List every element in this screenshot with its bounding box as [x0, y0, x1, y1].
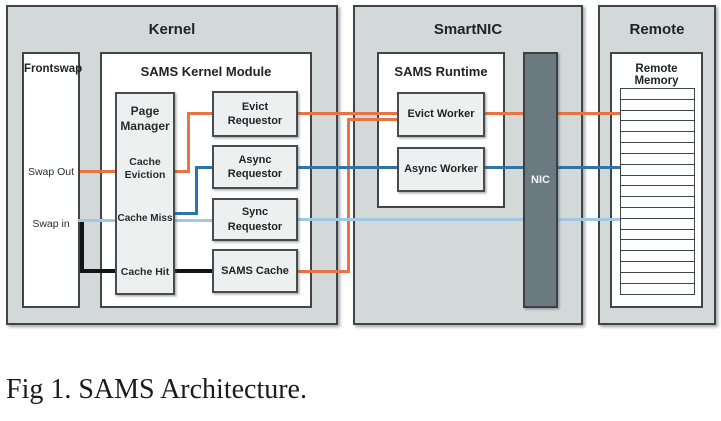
- evict-path-segment: [347, 118, 350, 273]
- remote-title: Remote: [629, 21, 685, 38]
- evict-path-segment: [187, 112, 190, 173]
- sync-path-segment: [175, 219, 212, 222]
- memory-slot: [620, 282, 695, 296]
- evict-path-segment: [187, 112, 212, 115]
- swap-in-label: Swap in: [32, 218, 70, 230]
- page-manager-row-cache-miss: Cache Miss: [117, 213, 173, 224]
- async-worker-box: Async Worker: [397, 147, 485, 192]
- sync-requestor-box: Sync Requestor: [212, 198, 298, 241]
- async-path-segment: [195, 166, 198, 215]
- frontswap-box: Frontswap Swap Out Swap in: [22, 52, 83, 308]
- sams-runtime-title: SAMS Runtime: [394, 64, 488, 79]
- frontswap-title: Frontswap: [24, 63, 83, 75]
- sams-kernel-module-title: SAMS Kernel Module: [140, 64, 272, 79]
- hit-path-segment: [80, 269, 117, 273]
- swap-out-label: Swap Out: [27, 166, 75, 178]
- remote-memory-title: Remote Memory: [634, 63, 679, 87]
- kernel-title: Kernel: [148, 21, 196, 38]
- sync-path-segment: [298, 218, 620, 221]
- evict-requestor-box: Evict Requestor: [212, 91, 298, 137]
- evict-path-segment: [298, 270, 350, 273]
- page-manager-row-cache-eviction: Cache Eviction: [124, 156, 166, 182]
- evict-path-segment: [80, 170, 118, 173]
- evict-path-segment: [298, 112, 397, 115]
- page-manager-row-cache-hit: Cache Hit: [120, 266, 170, 278]
- smartnic-title: SmartNIC: [433, 21, 503, 38]
- figure-caption: Fig 1. SAMS Architecture.: [6, 374, 307, 405]
- sync-path-segment: [78, 219, 115, 222]
- evict-path-segment: [347, 118, 397, 121]
- evict-path-segment: [175, 170, 190, 173]
- nic-box: NIC: [523, 52, 558, 308]
- async-path-segment: [175, 212, 198, 215]
- hit-path-segment: [175, 269, 212, 273]
- page-manager-box: Page Manager Cache Eviction Cache Miss C…: [115, 92, 175, 295]
- page-manager-title: Page Manager: [120, 104, 170, 133]
- async-requestor-box: Async Requestor: [212, 145, 298, 189]
- hit-path-segment: [80, 222, 84, 273]
- async-path-segment: [195, 166, 212, 169]
- memory-slot-stack: [620, 88, 695, 296]
- sams-cache-box: SAMS Cache: [212, 249, 298, 293]
- evict-worker-box: Evict Worker: [397, 92, 485, 137]
- async-path-segment: [298, 166, 397, 169]
